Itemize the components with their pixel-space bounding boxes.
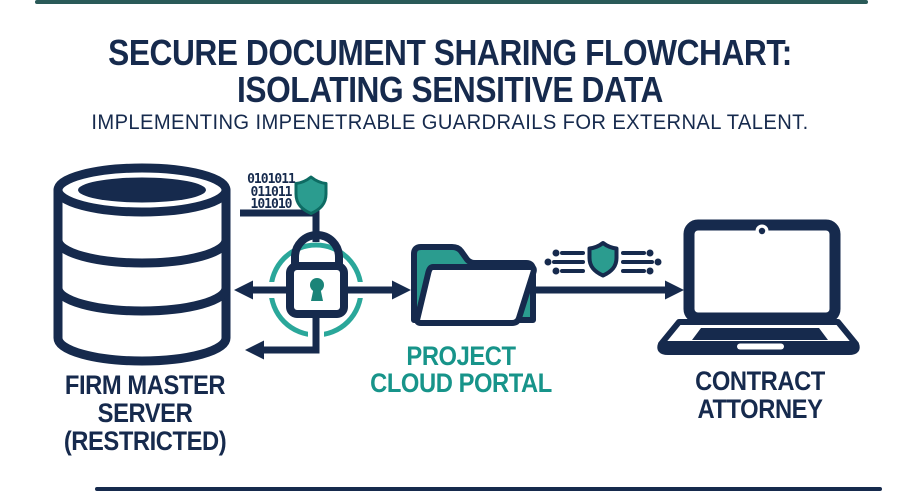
keyhole (310, 278, 324, 292)
title-line-2: ISOLATING SENSITIVE DATA (237, 69, 663, 110)
shield-icon (294, 175, 328, 215)
folder-icon (411, 244, 537, 326)
arrow-lock-to-server-bottom (245, 318, 320, 360)
title-line-1: SECURE DOCUMENT SHARING FLOWCHART: (108, 32, 792, 73)
diagram-title: SECURE DOCUMENT SHARING FLOWCHART: ISOLA… (98, 34, 802, 108)
binary-code-text: 0101011 011011 101010 (247, 172, 296, 212)
secure-transfer-shield-icon (544, 241, 662, 278)
server-label: FIRM MASTER SERVER (RESTRICTED) (63, 370, 227, 456)
arrow-portal-to-attorney (534, 280, 684, 300)
laptop-icon (657, 219, 860, 355)
attorney-label: CONTRACT ATTORNEY (695, 366, 825, 424)
portal-label: PROJECT CLOUD PORTAL (370, 341, 552, 398)
webcam-dot (758, 227, 766, 235)
diagram-subtitle: IMPLEMENTING IMPENETRABLE GUARDRAILS FOR… (91, 111, 809, 134)
padlock-icon (286, 231, 348, 318)
database-icon (53, 163, 231, 366)
top-accent-bar (35, 0, 868, 4)
bottom-accent-bar (95, 487, 882, 491)
